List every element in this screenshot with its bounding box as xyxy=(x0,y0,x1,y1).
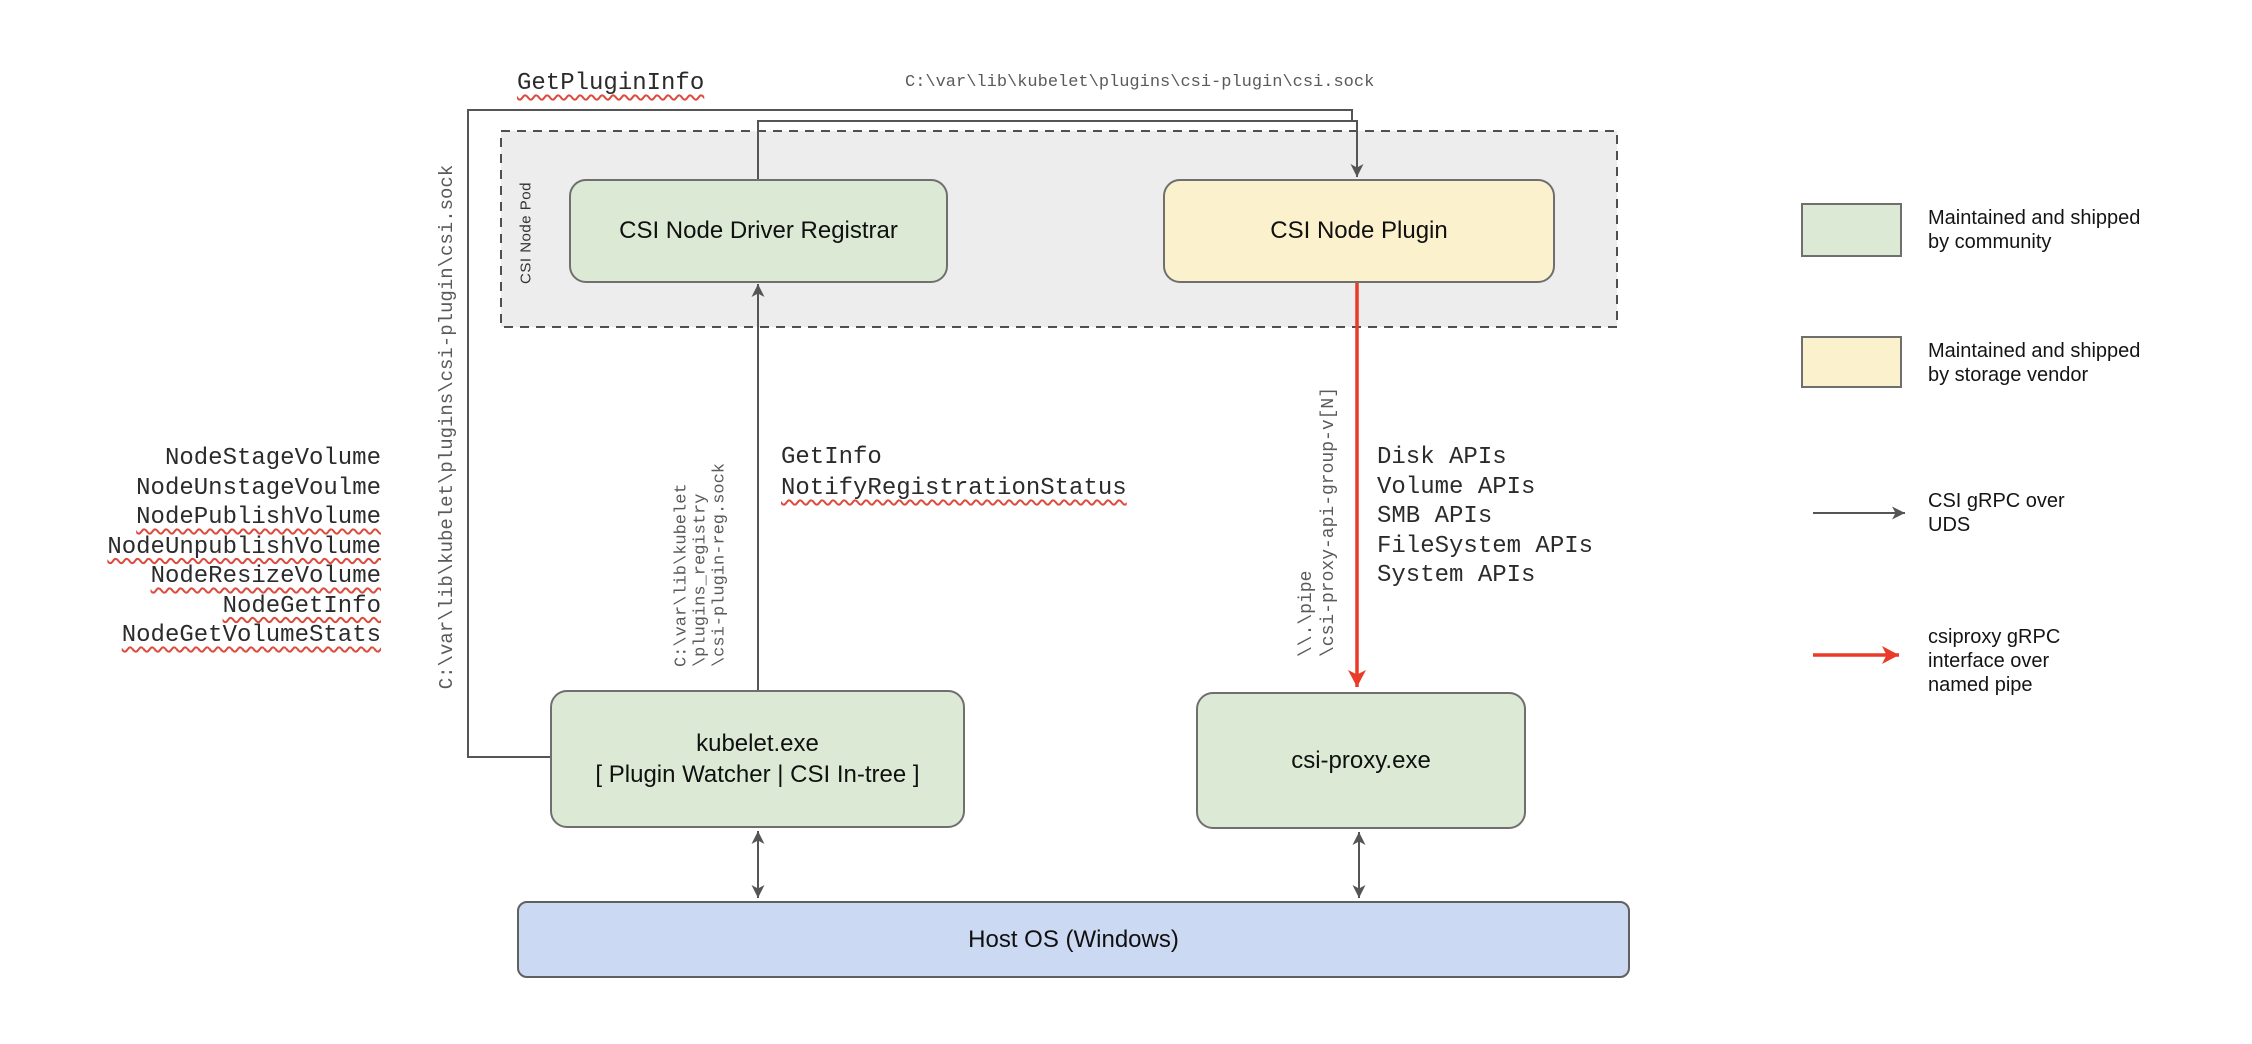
kubelet-subtitle: [ Plugin Watcher | CSI In-tree ] xyxy=(595,761,920,788)
legend-swatch-vendor xyxy=(1801,336,1902,388)
node-call-item: NodeUnpublishVolume xyxy=(107,533,381,561)
csi-proxy-title: csi-proxy.exe xyxy=(1291,746,1431,774)
node-call-item: NodeUnstageVoulme xyxy=(136,474,381,502)
legend-label-uds: CSI gRPC over UDS xyxy=(1928,490,2065,536)
notify-registration-status-label: NotifyRegistrationStatus xyxy=(781,475,1127,502)
get-info-label: GetInfo xyxy=(781,444,882,471)
named-pipe-path-label: \\.\pipe \csi-proxy-api-group-v[N] xyxy=(1297,386,1339,658)
proxy-api-item: SMB APIs xyxy=(1377,503,1493,530)
proxy-api-list: Disk APIs Volume APIs SMB APIs FileSyste… xyxy=(1377,443,1593,591)
node-call-item: NodeGetVolumeStats xyxy=(121,622,381,649)
registration-sock-path-label: C:\var\lib\kubelet \plugins_registry \cs… xyxy=(672,462,730,668)
kubelet-title: kubelet.exe xyxy=(696,730,819,757)
legend-swatch-community xyxy=(1801,203,1902,257)
legend-label-namedpipe: csiproxy gRPC interface over named pipe xyxy=(1928,626,2061,696)
csi-sock-path-left-label: C:\var\lib\kubelet\plugins\csi-plugin\cs… xyxy=(436,164,458,690)
kubelet-node: kubelet.exe [ Plugin Watcher | CSI In-tr… xyxy=(550,690,965,828)
node-call-item: NodePublishVolume xyxy=(136,504,381,531)
csi-node-plugin-title: CSI Node Plugin xyxy=(1270,217,1448,244)
csi-node-plugin-node: CSI Node Plugin xyxy=(1163,179,1555,283)
proxy-api-item: Volume APIs xyxy=(1377,473,1536,501)
proxy-api-item: FileSystem APIs xyxy=(1377,532,1594,560)
csi-proxy-node: csi-proxy.exe xyxy=(1196,692,1526,829)
csi-node-driver-registrar-node: CSI Node Driver Registrar xyxy=(569,179,948,283)
csi-node-pod-label: CSI Node Pod xyxy=(517,182,535,284)
csi-sock-path-top-label: C:\var\lib\kubelet\plugins\csi-plugin\cs… xyxy=(905,73,1375,92)
connector-kubelet-to-plugin-uds xyxy=(467,109,1353,758)
legend-label-community: Maintained and shipped by community xyxy=(1928,207,2141,253)
node-call-item: NodeStageVolume xyxy=(164,445,381,472)
host-os-title: Host OS (Windows) xyxy=(968,925,1179,953)
csi-node-driver-registrar-title: CSI Node Driver Registrar xyxy=(619,217,898,244)
proxy-api-item: System APIs xyxy=(1377,562,1536,589)
proxy-api-item: Disk APIs xyxy=(1377,444,1507,471)
node-call-item: NodeGetInfo xyxy=(222,592,381,620)
node-calls-list: NodeStageVolume NodeUnstageVoulme NodePu… xyxy=(40,444,381,651)
node-call-item: NodeResizeVolume xyxy=(150,563,381,590)
get-plugin-info-label: GetPluginInfo xyxy=(517,70,705,97)
host-os-node: Host OS (Windows) xyxy=(517,901,1630,978)
legend-label-vendor: Maintained and shipped by storage vendor xyxy=(1928,340,2141,386)
connector-registrar-to-plugin-uds xyxy=(757,120,1364,179)
